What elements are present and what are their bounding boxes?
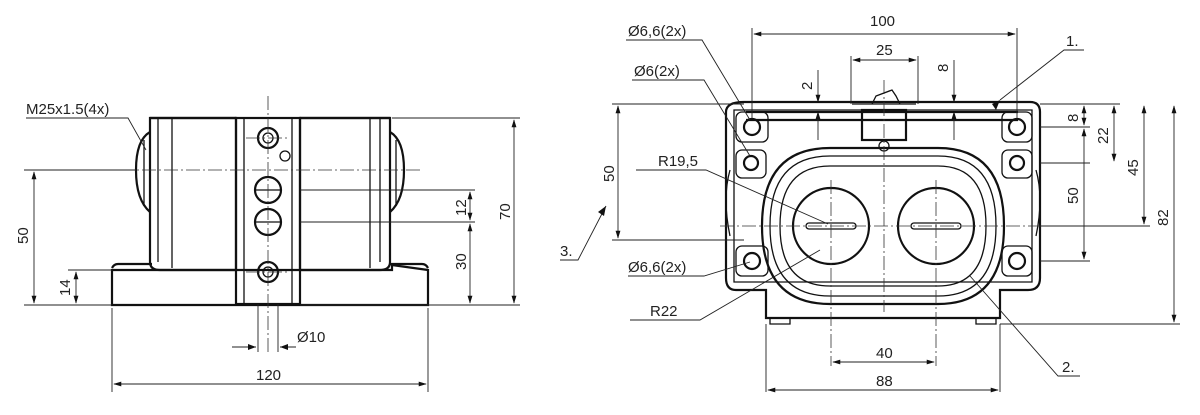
left-housing	[148, 116, 238, 272]
leader-item-2	[969, 275, 1080, 377]
dia10-arrows	[248, 344, 288, 350]
right-extension-lines	[300, 117, 520, 306]
front-center-lines	[830, 80, 937, 366]
dim-text-dia10: Ø10	[297, 329, 325, 346]
item-label-1: 1.	[1066, 33, 1079, 50]
dim-text-88: 88	[876, 373, 893, 390]
bottom-extension-lines	[111, 304, 429, 392]
leader-hole-top	[626, 39, 751, 121]
dim-text-100: 100	[870, 13, 895, 30]
dim-text-82: 82	[1155, 209, 1172, 226]
dim-text-50: 50	[15, 227, 32, 244]
right-housing	[298, 116, 392, 272]
housing-outline	[724, 100, 1042, 320]
front-other-extension-lines	[612, 103, 1001, 392]
side-bumps	[725, 169, 1041, 237]
item-3-arrowhead	[598, 206, 606, 216]
dim-text-12: 12	[453, 199, 470, 216]
item-label-3: 3.	[560, 243, 573, 260]
thread-leader	[26, 117, 147, 151]
item-1-arrowhead	[992, 100, 1000, 110]
left-housing-edges	[157, 118, 173, 268]
dim-text-45: 45	[1125, 159, 1142, 176]
leader-radius-small	[636, 169, 829, 225]
dim-text-25: 25	[876, 42, 893, 59]
side-view	[24, 96, 520, 392]
small-hole	[279, 150, 291, 162]
dim-text-8-top: 8	[935, 64, 952, 72]
dim-text-8-right: 8	[1065, 114, 1082, 122]
dim-text-70: 70	[497, 203, 514, 220]
dim-text-30: 30	[453, 253, 470, 270]
callout-radius-large: R22	[650, 303, 678, 320]
leader-hole-bottom	[628, 261, 751, 277]
item-label-2: 2.	[1062, 359, 1075, 376]
housing-inner-edge	[733, 109, 1033, 283]
center-column-edges	[243, 118, 293, 304]
callout-hole-top: Ø6,6(2x)	[628, 23, 686, 40]
leader-hole-mid	[632, 79, 751, 157]
callout-hole-mid: Ø6(2x)	[634, 63, 680, 80]
bezel-inner	[769, 155, 997, 297]
left-extension-lines	[24, 169, 136, 306]
dim-text-22: 22	[1095, 127, 1112, 144]
base-plate-edge	[111, 262, 429, 269]
top-extension-lines	[751, 28, 1018, 118]
dim-text-120: 120	[256, 367, 281, 384]
dim-text-2: 2	[799, 82, 816, 90]
right-housing-edges	[369, 118, 381, 268]
leader-item-1	[999, 49, 1084, 101]
bottom-feet	[769, 318, 997, 325]
front-view	[560, 28, 1180, 393]
right-gland	[389, 131, 406, 213]
leader-radius-large	[630, 249, 821, 321]
top-strip	[746, 110, 1018, 122]
leader-item-3	[560, 205, 607, 261]
hole-center-lines	[246, 137, 290, 273]
dim-text-14: 14	[57, 279, 74, 296]
dim-text-40: 40	[876, 345, 893, 362]
callout-radius-small: R19,5	[658, 153, 698, 170]
right-extension-lines	[1000, 103, 1180, 325]
mounting-holes	[735, 111, 1033, 277]
dim-text-50-right: 50	[1065, 187, 1082, 204]
bezel-recess	[779, 165, 987, 287]
dim-text-50-left: 50	[601, 165, 618, 182]
bezel-outer	[760, 146, 1006, 306]
callout-hole-bottom: Ø6,6(2x)	[628, 259, 686, 276]
thread-callout: M25x1.5(4x)	[26, 101, 109, 118]
